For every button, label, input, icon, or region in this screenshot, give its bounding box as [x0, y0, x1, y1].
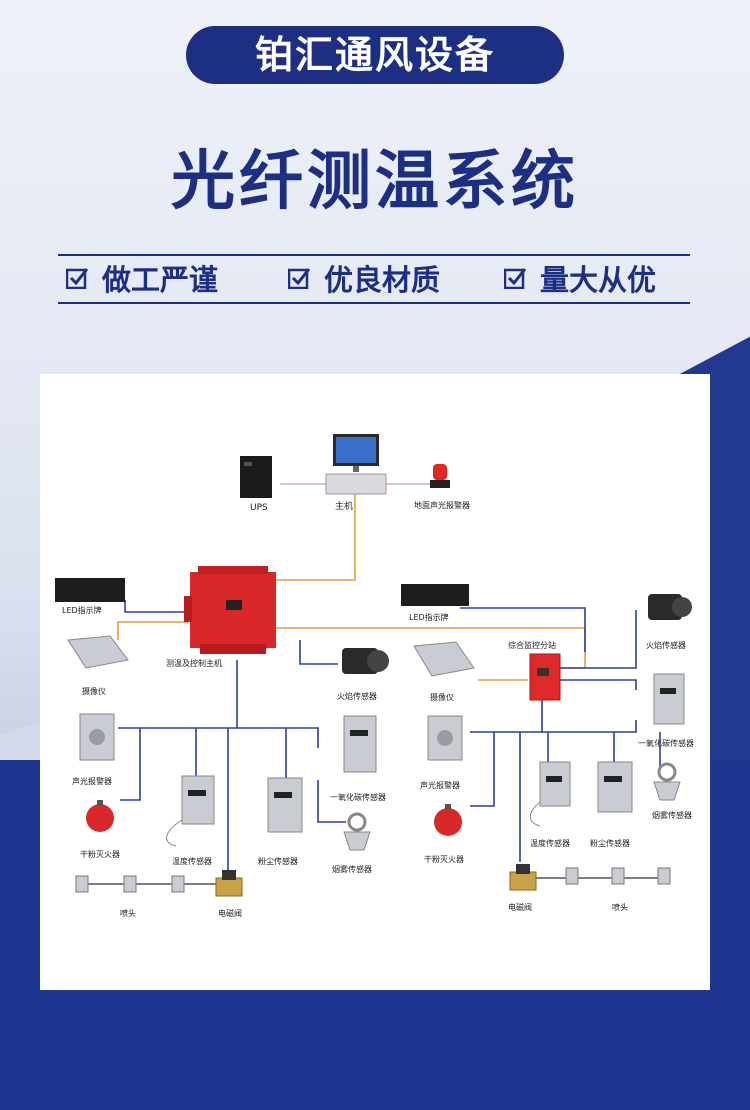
sound-light-alarm-right	[427, 715, 463, 761]
system-diagram: UPS 主机 地面声光报警器 LED指示牌 测温及控制主机 LED指示牌 摄像仪…	[55, 434, 694, 918]
extinguisher-right	[434, 804, 462, 836]
smoke-sensor-left	[343, 812, 371, 851]
camera-left-label: 摄像仪	[82, 686, 106, 696]
led-sign-right-label: LED指示牌	[409, 612, 449, 622]
temperature-sensor-right	[529, 761, 571, 827]
nozzle-right-label: 喷头	[612, 902, 628, 912]
sound-light-right-label: 声光报警器	[420, 780, 460, 790]
dust-right-label: 粉尘传感器	[590, 838, 630, 848]
co-left-label: 一氧化碳传感器	[330, 792, 386, 802]
ups-device	[240, 456, 272, 498]
feature-item-2: 优良材质	[288, 256, 440, 300]
dust-sensor-right	[597, 761, 633, 813]
nozzle-group-left	[75, 875, 185, 893]
smoke-sensor-right	[653, 762, 681, 801]
extinguisher-left-label: 干粉灭火器	[80, 849, 120, 859]
feature-top-rule	[58, 254, 690, 256]
co-right-label: 一氧化碳传感器	[638, 738, 694, 748]
co-sensor-left	[343, 715, 377, 773]
feature-item-3: 量大从优	[504, 256, 656, 300]
temp-left-label: 温度传感器	[172, 856, 212, 866]
main-unit-label: 测温及控制主机	[166, 658, 222, 668]
dust-sensor-left	[267, 777, 303, 833]
checkbox-icon	[504, 268, 526, 289]
host-label: 主机	[335, 500, 353, 512]
ups-label: UPS	[250, 503, 268, 513]
checkbox-icon	[288, 268, 310, 289]
valve-right-label: 电磁阀	[508, 902, 532, 912]
substation-label: 综合监控分站	[508, 640, 556, 650]
smoke-right-label: 烟雾传感器	[652, 810, 692, 820]
brand-badge: 铂汇通风设备	[186, 26, 564, 84]
sound-light-alarm-left	[79, 713, 115, 761]
extinguisher-right-label: 干粉灭火器	[424, 854, 464, 864]
checkbox-icon	[66, 268, 88, 289]
feature-bottom-rule	[58, 302, 690, 304]
feature-label: 优良材质	[324, 263, 441, 297]
flame-right-label: 火焰传感器	[646, 640, 686, 650]
camera-right-label: 摄像仪	[430, 692, 454, 702]
system-diagram-card: UPS 主机 地面声光报警器 LED指示牌 测温及控制主机 LED指示牌 摄像仪…	[40, 374, 710, 990]
temp-right-label: 温度传感器	[530, 838, 570, 848]
main-control-unit	[184, 566, 276, 654]
sound-light-left-label: 声光报警器	[72, 776, 112, 786]
smoke-left-label: 烟雾传感器	[332, 864, 372, 874]
led-sign-left-label: LED指示牌	[62, 605, 102, 615]
nozzle-group-right	[565, 867, 671, 885]
host-computer	[325, 434, 387, 495]
valve-left	[215, 870, 243, 897]
feature-label: 量大从优	[540, 263, 657, 297]
camera-right	[413, 641, 475, 677]
extinguisher-left	[86, 800, 114, 832]
led-sign-right	[401, 584, 469, 606]
feature-item-1: 做工严谨	[66, 256, 218, 300]
flame-sensor-right	[648, 594, 692, 620]
connection-lines	[88, 483, 665, 885]
valve-left-label: 电磁阀	[218, 908, 242, 918]
camera-left	[67, 635, 129, 669]
dust-left-label: 粉尘传感器	[258, 856, 298, 866]
flame-sensor-left	[342, 648, 389, 674]
valve-right	[509, 864, 537, 891]
ground-alarm-device	[430, 464, 450, 488]
page-title: 光纤测温系统	[171, 145, 579, 219]
led-sign-left	[55, 578, 125, 602]
temperature-sensor-left	[166, 775, 215, 847]
feature-label: 做工严谨	[102, 263, 219, 297]
co-sensor-right	[653, 673, 685, 725]
flame-left-label: 火焰传感器	[337, 691, 377, 701]
substation-device	[529, 653, 561, 701]
nozzle-left-label: 喷头	[120, 908, 136, 918]
ground-alarm-label: 地面声光报警器	[414, 500, 470, 510]
